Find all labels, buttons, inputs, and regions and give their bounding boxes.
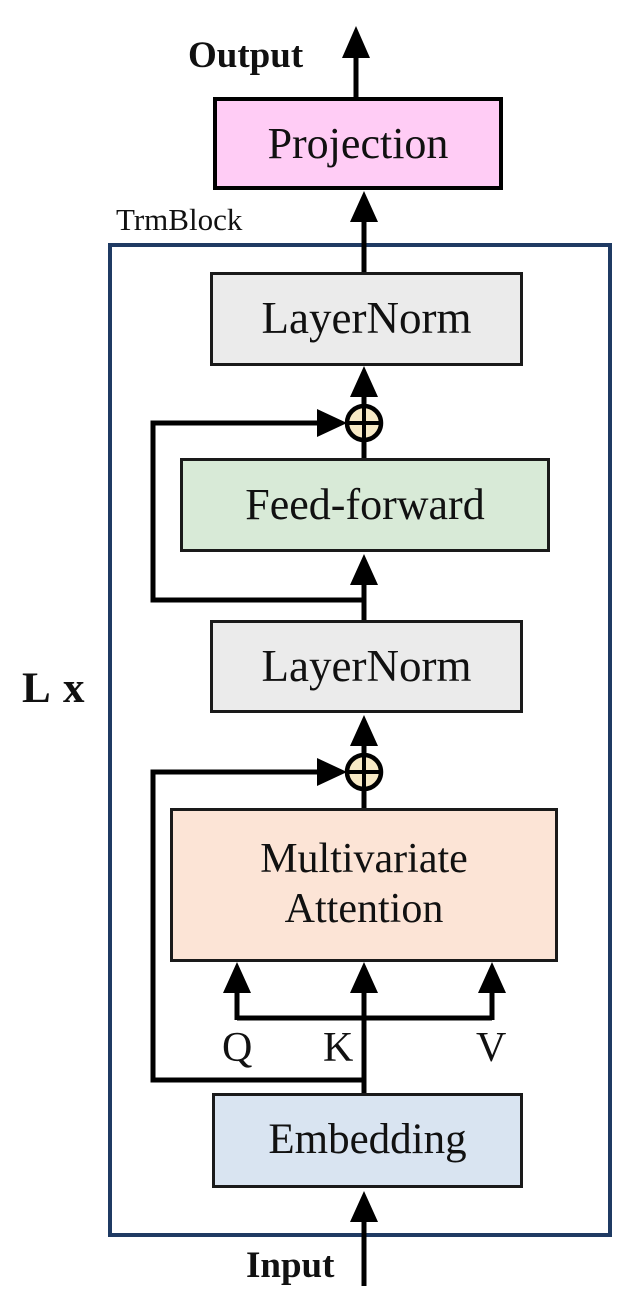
output-arrowhead	[342, 26, 370, 58]
attention-label-line1: Multivariate	[260, 836, 468, 883]
embedding-label: Embedding	[268, 1116, 467, 1164]
feed-forward-label: Feed-forward	[245, 480, 485, 530]
value-label: V	[476, 1025, 507, 1071]
output-label: Output	[188, 35, 304, 76]
trmblock-label: TrmBlock	[116, 202, 243, 237]
embedding-box: Embedding	[212, 1093, 523, 1188]
projection-label: Projection	[267, 118, 449, 168]
attention-label-line2: Attention	[284, 886, 444, 932]
layernorm-top-box: LayerNorm	[210, 272, 523, 366]
layernorm-top-label: LayerNorm	[261, 293, 472, 344]
trmblock-frame	[108, 243, 612, 1237]
layernorm-bottom-box: LayerNorm	[210, 620, 523, 713]
feed-forward-box: Feed-forward	[180, 458, 550, 552]
projection-box: Projection	[213, 97, 503, 190]
projection-arrowhead	[350, 191, 378, 222]
query-label: Q	[222, 1025, 253, 1071]
repeat-count-label: L x	[22, 665, 87, 712]
input-label: Input	[246, 1245, 335, 1286]
multivariate-attention-box: Multivariate Attention	[170, 808, 558, 962]
key-label: K	[323, 1025, 354, 1071]
layernorm-bottom-label: LayerNorm	[261, 640, 472, 691]
